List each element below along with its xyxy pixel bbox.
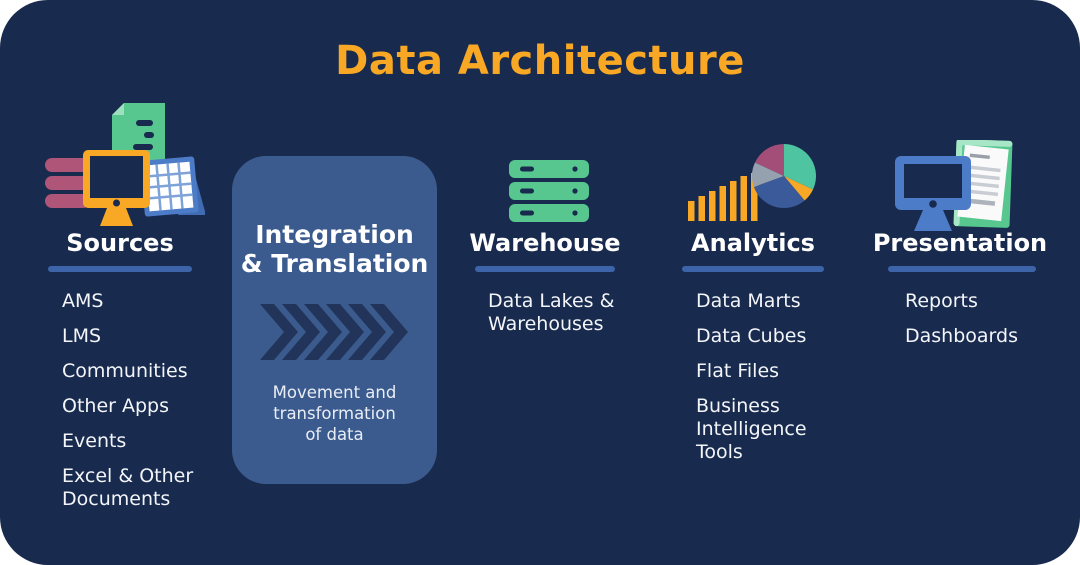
list-item: Dashboards	[905, 325, 1018, 347]
server-stack-icon	[509, 160, 589, 222]
page-title: Data Architecture	[335, 38, 745, 84]
column-heading-warehouse: Warehouse	[469, 229, 621, 257]
sources-icon	[45, 103, 205, 226]
list-item: Events	[62, 430, 127, 452]
document-icon	[112, 103, 165, 162]
list-item: AMS	[62, 290, 104, 312]
bar-chart-icon	[688, 173, 758, 221]
list-item: Business Intelligence Tools	[696, 395, 807, 463]
list-item: Data Lakes & Warehouses	[488, 290, 615, 335]
column-heading-analytics: Analytics	[691, 229, 815, 257]
database-icon	[45, 158, 90, 208]
list-item: Data Marts	[696, 290, 801, 312]
pie-chart-icon	[751, 144, 816, 209]
list-item: Reports	[905, 290, 978, 312]
calendar-icon	[140, 156, 205, 217]
warehouse-list: Data Lakes & Warehouses	[488, 290, 623, 348]
heading-underline-sources	[48, 266, 192, 272]
list-item: Excel & Other Documents	[62, 465, 194, 510]
column-heading-integration: Integration & Translation	[241, 220, 429, 278]
monitor-and-report-icon	[895, 140, 1013, 231]
heading-underline-analytics	[682, 266, 824, 272]
list-item: LMS	[62, 325, 102, 347]
presentation-list: Reports Dashboards	[905, 290, 1045, 360]
list-item: Data Cubes	[696, 325, 807, 347]
server-bar	[509, 204, 589, 222]
column-heading-sources: Sources	[66, 229, 174, 257]
column-heading-presentation: Presentation	[872, 229, 1048, 257]
bar-and-pie-chart-icon	[688, 144, 816, 221]
server-bar	[509, 160, 589, 178]
list-item: Flat Files	[696, 360, 780, 382]
integration-translation-box: Integration & Translation Movement and t…	[232, 156, 437, 484]
integration-description: Movement and transformation of data	[272, 383, 397, 444]
chevrons-right-icon	[259, 304, 408, 360]
sources-list: AMS LMS Communities Other Apps Events Ex…	[62, 290, 202, 523]
heading-line-1: Integration	[255, 220, 414, 249]
monitor-icon	[83, 150, 150, 226]
heading-underline-warehouse	[475, 266, 615, 272]
list-item: Communities	[62, 360, 188, 382]
list-item: Other Apps	[62, 395, 170, 417]
monitor-icon	[895, 156, 971, 231]
heading-underline-presentation	[888, 266, 1036, 272]
analytics-list: Data Marts Data Cubes Flat Files Busines…	[696, 290, 824, 476]
heading-line-2: & Translation	[240, 249, 429, 278]
server-bar	[509, 182, 589, 200]
